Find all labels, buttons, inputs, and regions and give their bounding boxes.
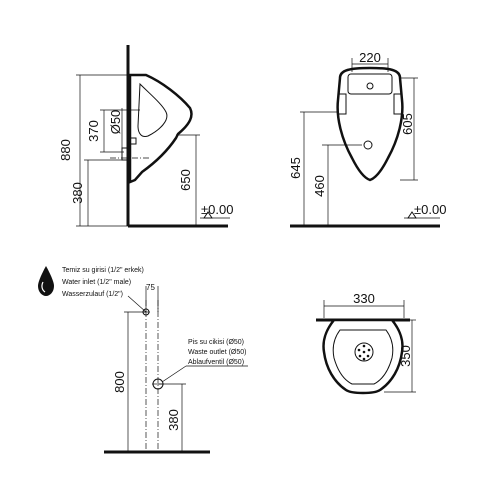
dim-645: 645 [288,157,303,179]
outlet-marker [121,147,131,161]
inlet-marker [129,137,137,145]
top-view: 330 350 [316,291,416,395]
dim-380: 380 [70,182,85,204]
dim-220: 220 [359,50,381,65]
inlet-note-tr: Temiz su girisi (1/2" erkek) [62,267,144,274]
urinal-front-outline [336,66,404,182]
water-drop-icon [38,266,54,296]
inlet-hole [366,82,374,90]
dim-650: 650 [178,169,193,191]
side-view: 880 370 Ø50 380 650 ±0.00 [58,45,233,228]
dim-350: 350 [398,345,413,367]
outlet-note-de: Ablaufventil (Ø50) [188,359,244,366]
fixing-left [337,93,347,115]
inlet-note-en: Water inlet (1/2" male) [62,279,131,286]
outlet-note-en: Waste outlet (Ø50) [188,349,247,356]
urinal-top-inner [332,329,394,385]
dim-330: 330 [353,291,375,306]
dim-880: 880 [58,139,73,161]
urinal-rim [347,73,393,95]
level-triangle-icon [407,211,417,219]
drain-icon [354,342,374,362]
urinal-top-outline [322,318,404,395]
installation-view: Temiz su girisi (1/2" erkek) Water inlet… [38,266,248,454]
dim-460: 460 [312,175,327,197]
dim-370: 370 [86,120,101,142]
urinal-side-profile [128,73,193,184]
dim-diameter-50: Ø50 [108,110,123,135]
dim-380: 380 [166,409,181,431]
outlet-note-tr: Pis su cikisi (Ø50) [188,339,244,346]
level-triangle-icon [203,211,213,219]
outlet-hole [363,140,373,150]
front-view: 220 605 645 460 ±0.00 [288,50,446,228]
fixing-right [393,93,403,115]
dim-800: 800 [112,371,127,393]
dim-605: 605 [400,113,415,135]
inlet-note-de: Wasserzulauf (1/2") [62,291,123,298]
urinal-side-inner [137,82,168,137]
dim-75: 75 [146,283,155,292]
floor-level-label: ±0.00 [414,202,446,217]
